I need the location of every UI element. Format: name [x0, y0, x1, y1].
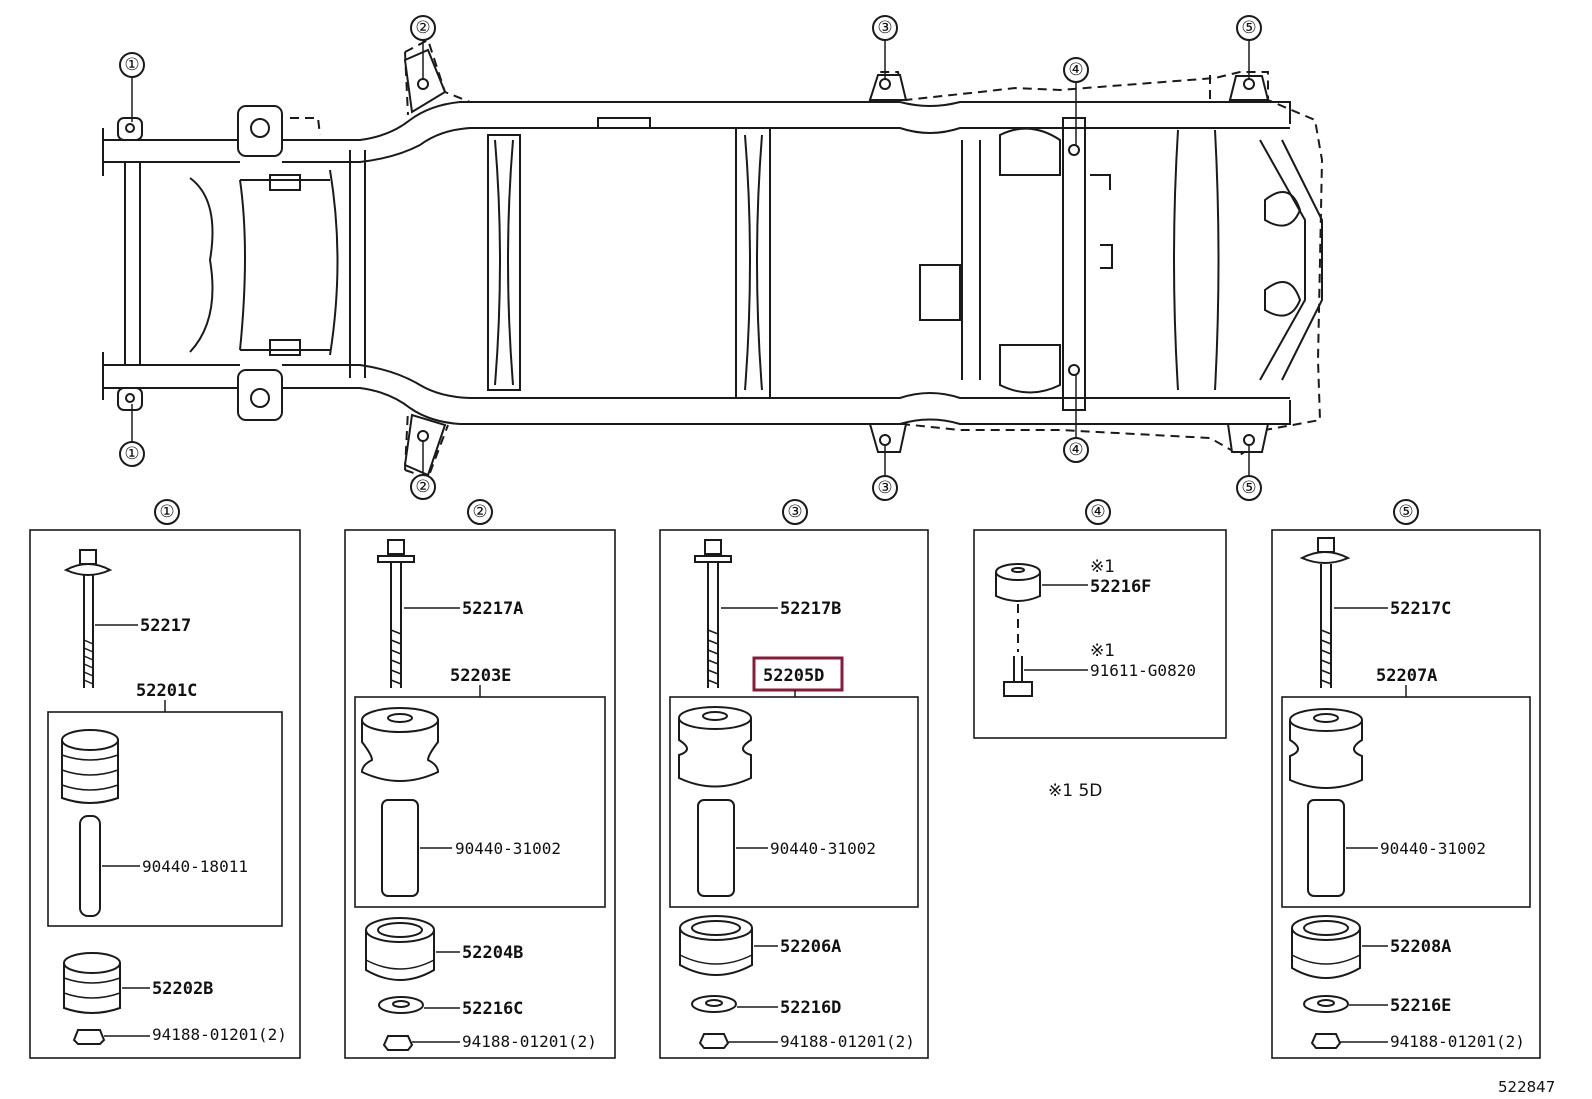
- group-2-panel: ② 52217A 52203E 90440-31002 52204B: [344, 499, 616, 1059]
- part-52201c-label[interactable]: 52201C: [136, 681, 197, 701]
- diagram-id: 522847: [1498, 1078, 1555, 1096]
- part-52216d-label[interactable]: 52216D: [780, 998, 841, 1018]
- part-52216f-label[interactable]: 52216F: [1090, 577, 1151, 597]
- frame-callout-3-top[interactable]: ③: [872, 15, 898, 41]
- svg-text:④: ④: [1068, 60, 1083, 80]
- group-2-number[interactable]: ②: [467, 499, 493, 525]
- part-52208a-label[interactable]: 52208A: [1390, 937, 1451, 957]
- nut-icon: [1310, 1033, 1342, 1049]
- frame-callout-4-top[interactable]: ④: [1063, 57, 1089, 83]
- svg-text:①: ①: [124, 444, 139, 464]
- svg-text:②: ②: [415, 477, 430, 497]
- cushion-52205d-icon: [678, 706, 752, 897]
- nut-icon: [382, 1035, 414, 1051]
- nut-icon: [698, 1033, 730, 1049]
- group-1-panel: ① 52217 52201C 90440-18011 52202: [29, 499, 301, 1059]
- part-52204b-label[interactable]: 52204B: [462, 943, 523, 963]
- frame-callout-5-top[interactable]: ⑤: [1236, 15, 1262, 41]
- group-3-panel: ③ 52217B 52205D 90440-31002 52206A: [659, 499, 929, 1059]
- vehicle-frame: [102, 38, 1324, 480]
- svg-text:③: ③: [787, 502, 802, 522]
- part-52216e-label[interactable]: 52216E: [1390, 996, 1451, 1016]
- cushion-52206a-icon: [679, 915, 753, 976]
- part-90440-31002-label[interactable]: 90440-31002: [455, 839, 561, 858]
- svg-text:⑤: ⑤: [1241, 18, 1256, 38]
- note-mark-1: ※1: [1090, 557, 1115, 577]
- svg-text:④: ④: [1090, 502, 1105, 522]
- footnote: ※1 5D: [1048, 781, 1102, 801]
- frame-callout-4-bottom[interactable]: ④: [1063, 437, 1089, 463]
- part-52202b-label[interactable]: 52202B: [152, 979, 213, 999]
- part-52217a-label[interactable]: 52217A: [462, 599, 523, 619]
- part-52203e-label[interactable]: 52203E: [450, 666, 511, 686]
- part-94188-01201-label[interactable]: 94188-01201(2): [152, 1025, 287, 1044]
- part-90440-31002-label[interactable]: 90440-31002: [770, 839, 876, 858]
- part-52205d-label[interactable]: 52205D: [763, 666, 824, 686]
- part-94188-01201-label[interactable]: 94188-01201(2): [780, 1032, 915, 1051]
- svg-text:②: ②: [415, 18, 430, 38]
- bolt-52217b-icon: [694, 539, 732, 688]
- selected-part-highlight: [752, 656, 844, 692]
- cushion-52203e-icon: [360, 707, 440, 897]
- note-mark-1: ※1: [1090, 641, 1115, 661]
- svg-text:①: ①: [159, 502, 174, 522]
- svg-text:①: ①: [124, 55, 139, 75]
- frame-callout-2-top[interactable]: ②: [410, 15, 436, 41]
- part-94188-01201-label[interactable]: 94188-01201(2): [1390, 1032, 1525, 1051]
- group-1-number[interactable]: ①: [154, 499, 180, 525]
- cushion-52216f-icon: [995, 563, 1041, 602]
- part-52206a-label[interactable]: 52206A: [780, 937, 841, 957]
- svg-text:⑤: ⑤: [1241, 478, 1256, 498]
- bolt-52217c-icon: [1299, 537, 1351, 688]
- part-52217b-label[interactable]: 52217B: [780, 599, 841, 619]
- cushion-52208a-icon: [1291, 915, 1361, 979]
- nut-icon: [72, 1029, 106, 1045]
- part-90440-31002-label[interactable]: 90440-31002: [1380, 839, 1486, 858]
- group-5-number[interactable]: ⑤: [1393, 499, 1419, 525]
- group-5-panel: ⑤ 52217C 52207A 90440-31002 52208A: [1271, 499, 1541, 1059]
- frame-callout-2-bottom[interactable]: ②: [410, 474, 436, 500]
- group-3-number[interactable]: ③: [782, 499, 808, 525]
- part-91611-g0820-label[interactable]: 91611-G0820: [1090, 661, 1196, 680]
- part-52216c-label[interactable]: 52216C: [462, 999, 523, 1019]
- bolt-91611-icon: [1003, 656, 1033, 697]
- group-4-number[interactable]: ④: [1085, 499, 1111, 525]
- cushion-52207a-icon: [1289, 708, 1363, 897]
- frame-callout-3-bottom[interactable]: ③: [872, 475, 898, 501]
- part-94188-01201-label[interactable]: 94188-01201(2): [462, 1032, 597, 1051]
- svg-text:②: ②: [472, 502, 487, 522]
- washer-icon: [378, 996, 424, 1014]
- washer-icon: [1303, 995, 1349, 1013]
- cushion-52201c-icon: [61, 729, 119, 917]
- frame-callout-1-bottom[interactable]: ①: [119, 441, 145, 467]
- svg-text:⑤: ⑤: [1398, 502, 1413, 522]
- svg-text:③: ③: [877, 478, 892, 498]
- cushion-52202b-icon: [63, 952, 121, 1014]
- part-52217-label[interactable]: 52217: [140, 616, 191, 636]
- frame-callout-5-bottom[interactable]: ⑤: [1236, 475, 1262, 501]
- group-4-panel: ④ ※1 52216F ※1 91611-G0820: [973, 499, 1227, 739]
- washer-icon: [691, 995, 737, 1013]
- bolt-52217a-icon: [377, 539, 415, 688]
- part-90440-18011-label[interactable]: 90440-18011: [142, 857, 248, 876]
- frame-callout-1-top[interactable]: ①: [119, 52, 145, 78]
- frame-callout-leaders: [131, 40, 1250, 476]
- svg-text:④: ④: [1068, 440, 1083, 460]
- bolt-52217-icon: [63, 549, 113, 688]
- cushion-52204b-icon: [365, 917, 435, 981]
- part-52207a-label[interactable]: 52207A: [1376, 666, 1437, 686]
- part-52217c-label[interactable]: 52217C: [1390, 599, 1451, 619]
- svg-text:③: ③: [877, 18, 892, 38]
